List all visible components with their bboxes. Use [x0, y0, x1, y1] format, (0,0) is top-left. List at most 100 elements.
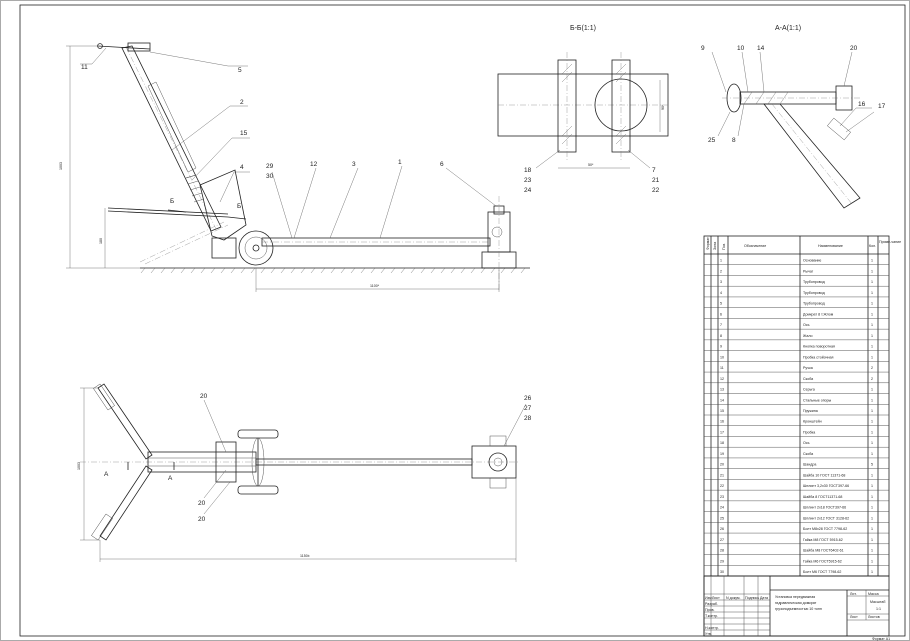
- callout-14: 14: [757, 45, 765, 52]
- spec-row-pos: 20: [720, 463, 724, 467]
- spec-row-name: Пробка: [803, 430, 815, 434]
- spec-row-name: Скоба: [803, 452, 813, 456]
- callout-22: 22: [652, 187, 660, 194]
- tb-razrab: Разраб.: [705, 602, 718, 606]
- spec-row-qty: 1: [871, 495, 873, 499]
- spec-row-pos: 6: [720, 312, 722, 316]
- section-bb-title: Б-Б(1:1): [570, 25, 596, 32]
- spec-row-qty: 1: [871, 291, 873, 295]
- callout-12: 12: [310, 161, 318, 168]
- spec-row-name: Основание: [803, 259, 821, 263]
- tb-massa: Масса: [868, 592, 879, 596]
- spec-row-name: Трубопровод: [803, 280, 826, 284]
- spec-row-name: Стальные опоры: [803, 398, 832, 402]
- spec-row-pos: 9: [720, 345, 722, 349]
- tb-sign: Подпись: [745, 596, 759, 600]
- spec-row-qty: 1: [871, 312, 873, 316]
- callout-3: 3: [352, 161, 356, 168]
- callout-20-aa: 20: [850, 45, 858, 52]
- section-aa-title: А-А(1:1): [775, 25, 801, 32]
- spec-head-qty: Кол.: [869, 244, 876, 248]
- tb-doc: N докум.: [726, 596, 741, 600]
- spec-row-pos: 11: [720, 366, 724, 370]
- spec-row-qty: 1: [871, 302, 873, 306]
- callout-20-mid: 20: [198, 500, 206, 507]
- spec-row-pos: 17: [720, 430, 724, 434]
- callout-9: 9: [701, 45, 705, 52]
- spec-row-qty: 1: [871, 441, 873, 445]
- section-bb: Б-Б(1:1) 50* 90* 18 23 24 7 21 22: [497, 25, 669, 194]
- spec-row-qty: 2: [871, 377, 873, 381]
- callout-30: 30: [266, 173, 274, 180]
- tb-tkontr: Т.контр.: [705, 614, 718, 618]
- spec-row-qty: 1: [871, 516, 873, 520]
- spec-row-qty: 1: [871, 259, 873, 263]
- spec-row-qty: 1: [871, 355, 873, 359]
- callout-16: 16: [858, 101, 866, 108]
- tb-footer: Формат А1: [872, 637, 890, 641]
- lower-lever: [107, 207, 229, 215]
- spec-row-name: Пробка стойочная: [803, 355, 833, 359]
- spec-row-pos: 16: [720, 420, 724, 424]
- spec-row-qty: 1: [871, 420, 873, 424]
- spec-row-name: Пружина: [803, 409, 818, 413]
- spec-row-pos: 4: [720, 291, 722, 295]
- spec-head-pos: Поз.: [722, 243, 726, 250]
- callout-7: 7: [652, 167, 656, 174]
- spec-row-name: Шайба 10 ГОСТ 11371-68: [803, 473, 845, 477]
- drawing-frame: [19, 4, 906, 637]
- spec-row-pos: 19: [720, 452, 724, 456]
- top-beam: [255, 458, 473, 466]
- spec-row-name: Кронштейн: [803, 420, 822, 424]
- cut-mark-b-left: Б: [170, 198, 174, 205]
- spec-row-qty: 1: [871, 409, 873, 413]
- dim-width: 1003: [77, 462, 81, 470]
- dim-length: 1100*: [370, 284, 380, 288]
- spec-row-pos: 1: [720, 259, 722, 263]
- callout-20-top: 20: [200, 393, 208, 400]
- spec-row-pos: 28: [720, 549, 724, 553]
- callout-18: 18: [524, 167, 532, 174]
- spec-row-name: Шандра: [803, 463, 816, 467]
- callout-28: 28: [524, 415, 532, 422]
- pivot-bracket: [185, 169, 247, 259]
- spec-row-pos: 14: [720, 398, 724, 402]
- spec-row-qty: 1: [871, 484, 873, 488]
- spec-row-qty: 1: [871, 334, 873, 338]
- spec-row-pos: 2: [720, 269, 722, 273]
- spec-row-pos: 5: [720, 302, 722, 306]
- spec-head-designation: Обозначение: [744, 244, 766, 248]
- callout-1: 1: [398, 159, 402, 166]
- section-bb-dim-w: 50*: [588, 163, 594, 167]
- lever-arm: [97, 42, 222, 232]
- cut-mark-a-right: А: [168, 475, 173, 482]
- tb-scale-value: 1:1: [876, 607, 881, 611]
- callout-25: 25: [708, 137, 716, 144]
- spec-row-pos: 30: [720, 570, 724, 574]
- tb-nkontr: Н.контр.: [705, 626, 719, 630]
- callout-10: 10: [737, 45, 745, 52]
- callout-21: 21: [652, 177, 660, 184]
- tb-list-col: Лист: [712, 596, 720, 600]
- spec-row-pos: 10: [720, 355, 724, 359]
- callout-27: 27: [524, 405, 532, 412]
- tb-prov: Пров.: [705, 608, 715, 612]
- spec-row-qty: 1: [871, 345, 873, 349]
- spec-row-pos: 7: [720, 323, 722, 327]
- tb-listov: Листов: [868, 615, 880, 619]
- tb-list: Лист: [850, 615, 858, 619]
- callout-6: 6: [440, 161, 444, 168]
- spec-row-name: Рычаг: [803, 269, 814, 273]
- callout-8: 8: [732, 137, 736, 144]
- leg-upper: [97, 383, 153, 460]
- tb-utv: Утв.: [705, 632, 712, 636]
- section-aa: А-А(1:1) 9 10 14 20 16 17 25 8: [701, 25, 886, 209]
- spec-row-name: Гайка М8 ГОСТ 5915-62: [803, 538, 843, 542]
- callout-29: 29: [266, 163, 274, 170]
- spec-row-qty: 1: [871, 430, 873, 434]
- leg-lower: [99, 465, 153, 541]
- callout-24: 24: [524, 187, 532, 194]
- wheel: [238, 230, 274, 266]
- spec-row-name: Болт М8х28 ГОСТ 7798-62: [803, 527, 847, 531]
